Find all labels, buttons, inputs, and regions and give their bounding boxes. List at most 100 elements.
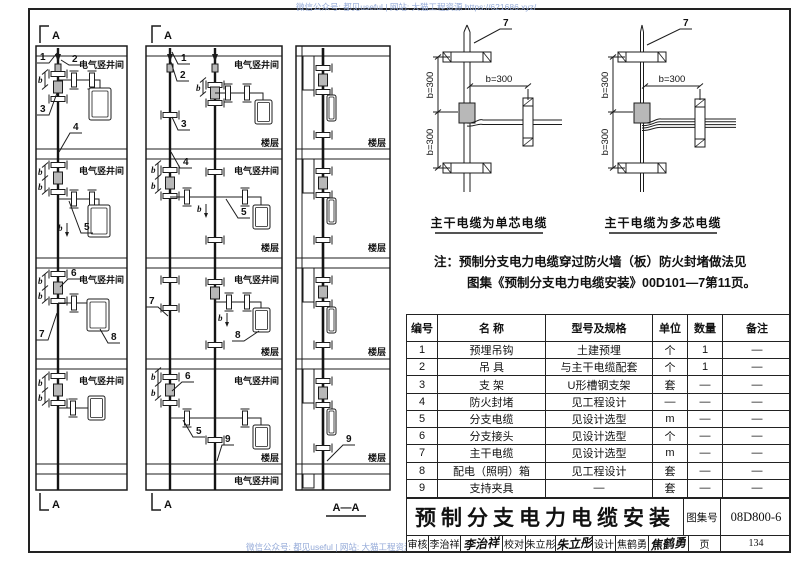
svg-text:b: b (151, 181, 156, 191)
vertical-dimension (608, 54, 633, 171)
floor-slab (295, 148, 391, 160)
floor-label: 楼层 (261, 346, 279, 357)
table-cell: 分支接头 (438, 428, 546, 446)
table-cell: 9 (407, 479, 438, 497)
signature-row: 审核 李治祥 李治祥 校对 朱立彤 朱立彤 设计 焦鹤勇 焦鹤勇 页 134 (406, 535, 790, 552)
svg-text:b=300: b=300 (600, 72, 611, 99)
floor-label: 楼层 (368, 137, 386, 148)
cable-clamp (617, 51, 667, 63)
branch-clamp (694, 98, 706, 148)
distribution-box-side (326, 197, 337, 225)
svg-text:电气竖井间: 电气竖井间 (234, 165, 279, 176)
b-dimensions (154, 77, 207, 401)
callout-7: 7 (39, 329, 45, 340)
distribution-box (254, 99, 273, 125)
title-block: 预制分支电力电缆安装 图集号 08D800-6 (406, 498, 790, 535)
reviewer-name: 李治祥 (429, 536, 461, 551)
distribution-box (87, 395, 106, 421)
svg-text:b=300: b=300 (425, 129, 436, 156)
cable-clamp (442, 162, 492, 174)
floor-slab (295, 257, 391, 269)
installation-note: 注：预制分支电力电缆穿过防火墙（板）防火封堵做法见 图集《预制分支电力电缆安装》… (434, 252, 786, 294)
shaft-elevation-diagram-1: 电气竖井间 电气竖井间 电气竖井间 电气竖井间 b (35, 45, 128, 491)
table-cell: 个 (653, 428, 688, 446)
table-cell: 防火封堵 (438, 393, 546, 411)
table-cell: 5 (407, 410, 438, 429)
table-cell: — (688, 479, 723, 497)
table-cell: — (688, 376, 723, 394)
table-cell: 配电（照明）箱 (438, 462, 546, 480)
table-cell: 支持夹具 (438, 479, 546, 497)
svg-text:b: b (38, 167, 43, 177)
branch-joint (458, 102, 476, 124)
shaft-room-label: 电气竖井间 (79, 375, 124, 386)
callout-2: 2 (72, 54, 78, 65)
table-cell: — (723, 463, 791, 480)
section-aa-label: A—A (333, 502, 360, 514)
table-cell: 1 (407, 342, 438, 360)
table-cell: 吊 具 (438, 359, 546, 377)
svg-text:b: b (151, 388, 156, 398)
svg-text:b: b (38, 378, 43, 388)
branch-joint (633, 102, 651, 124)
detail-single-core: b=300 b=300 b=300 7 主干电缆为单芯电缆 (425, 18, 562, 234)
section-marker-bottom-2: A (151, 493, 172, 511)
page-label: 页 (689, 536, 721, 551)
svg-text:A: A (52, 30, 60, 42)
horizontal-dimension (641, 83, 704, 100)
distribution-box (86, 298, 110, 332)
table-cell: U形槽钢支架 (546, 376, 653, 394)
table-header-cell: 型号及规格 (546, 315, 653, 342)
svg-text:b: b (38, 182, 43, 192)
table-cell: — (723, 376, 791, 394)
svg-text:A: A (164, 499, 172, 511)
callout-3: 3 (40, 104, 46, 115)
table-cell: 见设计选型 (546, 428, 653, 446)
proofreader-signature: 朱立彤 (556, 536, 593, 551)
table-cell: — (723, 359, 791, 377)
table-cell: 见工程设计 (546, 393, 653, 411)
callout-1: 1 (181, 53, 187, 64)
callout-5: 5 (84, 222, 90, 233)
horizontal-dimension (466, 83, 532, 100)
table-cell: 7 (407, 445, 438, 463)
single-core-caption: 主干电缆为单芯电缆 (430, 215, 547, 230)
table-header-cell: 名 称 (438, 315, 546, 342)
table-cell: 主干电缆 (438, 445, 546, 463)
section-marker-top-1: A (39, 25, 60, 43)
table-cell: 套 (653, 479, 688, 497)
table-cell: 3 (407, 376, 438, 394)
svg-text:b=300: b=300 (600, 129, 611, 156)
table-cell: — (723, 394, 791, 411)
table-cell: — (723, 411, 791, 429)
materials-table: 编号 名 称 型号及规格 单位 数量 备注 1 预埋吊钩 土建预埋 个 1 — … (406, 314, 791, 498)
section-marker-top-2: A (151, 25, 172, 43)
floor-label: 楼层 (368, 452, 386, 463)
cable-clamp (442, 51, 492, 63)
branch-clamp (522, 97, 534, 147)
table-cell: — (688, 410, 723, 429)
table-cell: — (723, 342, 791, 360)
table-cell: 套 (653, 462, 688, 480)
callout-3: 3 (181, 119, 187, 130)
distribution-box (87, 204, 111, 238)
svg-text:b=300: b=300 (425, 72, 436, 99)
table-cell: — (688, 393, 723, 411)
detail-multi-core: b=300 b=300 b=300 7 主干电缆为多芯电缆 (600, 18, 736, 234)
table-cell: — (688, 445, 723, 463)
svg-text:A: A (52, 499, 60, 511)
reviewer-signature: 李治祥 (461, 536, 503, 551)
callout-8: 8 (111, 332, 117, 343)
callout-8: 8 (235, 330, 241, 341)
review-label: 审核 (407, 536, 429, 551)
shaft-room-label: 电气竖井间 (79, 59, 124, 70)
table-cell: 套 (653, 376, 688, 394)
drawing-frame (28, 8, 791, 553)
svg-text:A: A (164, 30, 172, 42)
shaft-room-label: 电气竖井间 (79, 165, 124, 176)
table-cell: 见设计选型 (546, 445, 653, 463)
cable-clamp (617, 162, 667, 174)
callout-9: 9 (225, 434, 231, 445)
svg-text:电气竖井间: 电气竖井间 (234, 59, 279, 70)
